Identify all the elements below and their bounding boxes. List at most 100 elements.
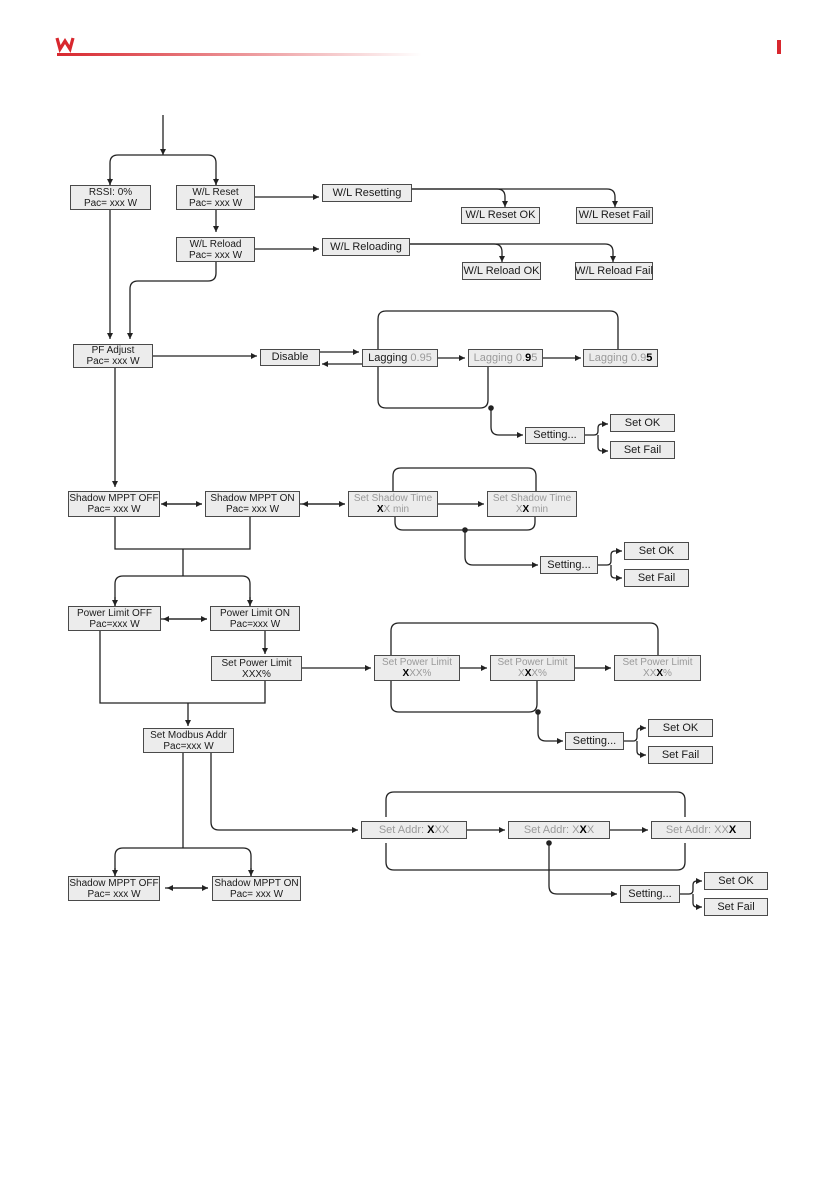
rssi-label: RSSI: 0%: [88, 186, 133, 198]
digit-rest: X: [586, 823, 595, 836]
shadow-on-pac: Pac= xxx W: [225, 504, 280, 515]
power-limit-value-box-2: Set Power Limit XXX%: [490, 655, 575, 681]
active-digit: X: [427, 823, 435, 836]
digit-rest: XX%: [409, 668, 432, 679]
disable-box: Disable: [260, 349, 320, 366]
wl-reload-pac: Pac= xxx W: [188, 249, 243, 261]
wl-reset-fail-label: W/L Reset Fail: [578, 209, 651, 221]
pl-set-ok-label: Set OK: [662, 721, 699, 734]
pl-setting-label: Setting...: [572, 734, 617, 747]
junction-dot: [546, 840, 552, 846]
wl-reset-ok-label: W/L Reset OK: [465, 209, 536, 221]
wl-reloading-box: W/L Reloading: [322, 238, 410, 256]
wl-reset-fail-box: W/L Reset Fail: [576, 207, 653, 224]
lagging-digit: 0.: [410, 351, 420, 364]
active-digit: X: [579, 823, 587, 836]
lagging-value-1: Lagging 0.95: [368, 351, 432, 364]
set-power-limit-box: Set Power Limit XXX%: [211, 656, 302, 681]
lagging-box-2: Lagging 0.95: [468, 349, 543, 367]
set-power-limit-value: XXX%: [242, 668, 271, 680]
shadow-off-pac: Pac= xxx W: [87, 504, 141, 515]
active-digit: X: [376, 504, 384, 515]
lagging-active-digit: 9: [525, 351, 532, 364]
addr-set-ok-box: Set OK: [704, 872, 768, 890]
wl-reload-box: W/L Reload Pac= xxx W: [176, 237, 255, 262]
lagging-digit: 95: [419, 351, 432, 364]
digit-pre: XX: [643, 668, 657, 679]
digit-pre: X: [518, 668, 525, 679]
addr-set-fail-box: Set Fail: [704, 898, 768, 916]
active-digit: X: [402, 668, 410, 679]
wl-reloading-label: W/L Reloading: [330, 240, 402, 253]
power-limit-off-pac: Pac=xxx W: [89, 618, 140, 630]
pl-set-fail-label: Set Fail: [661, 748, 700, 761]
shadow-setting-label: Setting...: [547, 558, 591, 571]
shadow-time-value: XX min: [516, 504, 548, 515]
wl-reload-fail-box: W/L Reload Fail: [575, 262, 653, 280]
lagging-prefix: Lagging: [588, 351, 631, 364]
power-limit-value-box-3: Set Power Limit XXX%: [614, 655, 701, 681]
addr-value-box-1: Set Addr: XXX: [361, 821, 467, 839]
digit-rest: min: [529, 504, 549, 515]
wl-reload-fail-label: W/L Reload Fail: [575, 264, 653, 277]
power-limit-value-label: Set Power Limit: [622, 657, 693, 668]
lagging-box-1: Lagging 0.95: [362, 349, 438, 367]
shadow-mppt-on-box: Shadow MPPT ON Pac= xxx W: [205, 491, 300, 517]
digit-rest: X%: [531, 668, 547, 679]
shadow-time-value: XX min: [377, 504, 409, 515]
addr-prefix: Set Addr: X: [523, 823, 580, 836]
power-limit-value-label: Set Power Limit: [497, 657, 568, 668]
power-limit-value: XXX%: [643, 668, 672, 679]
pf-adjust-label: PF Adjust: [91, 345, 135, 356]
addr-set-ok-label: Set OK: [718, 874, 754, 887]
digit-rest: XX: [434, 823, 450, 836]
shadow-set-ok-label: Set OK: [638, 544, 675, 557]
pf-set-fail-label: Set Fail: [623, 443, 662, 456]
page-header: [0, 0, 839, 70]
rssi-pac: Pac= xxx W: [83, 197, 138, 209]
active-digit: X: [728, 823, 737, 836]
addr-prefix: Set Addr: XX: [665, 823, 729, 836]
lagging-digit: 5: [531, 351, 538, 364]
lagging-active-digit: 5: [646, 351, 653, 364]
wl-reset-pac: Pac= xxx W: [188, 197, 243, 209]
red-bar-marker: [777, 40, 781, 54]
addr-value-box-2: Set Addr: XXX: [508, 821, 610, 839]
shadow-time-label: Set Shadow Time: [353, 493, 433, 504]
addr-set-fail-label: Set Fail: [717, 900, 755, 913]
set-power-limit-label: Set Power Limit: [221, 657, 292, 669]
disable-label: Disable: [271, 351, 309, 363]
junction-dot: [462, 527, 468, 533]
addr-setting-box: Setting...: [620, 885, 680, 903]
shadow-time-box-2: Set Shadow Time XX min: [487, 491, 577, 517]
pl-set-fail-box: Set Fail: [648, 746, 713, 764]
pf-set-fail-box: Set Fail: [610, 441, 675, 459]
header-accent-bar: [57, 53, 422, 56]
shadow-on-label: Shadow MPPT ON: [210, 493, 295, 504]
shadow-off-pac: Pac= xxx W: [87, 888, 141, 900]
shadow-time-label: Set Shadow Time: [492, 493, 572, 504]
lagging-digit: 0.9: [630, 351, 647, 364]
wl-reset-box: W/L Reset Pac= xxx W: [176, 185, 255, 210]
power-limit-value-box-1: Set Power Limit XXX%: [374, 655, 460, 681]
addr-prefix: Set Addr:: [378, 823, 428, 836]
lagging-prefix: Lagging: [473, 351, 516, 364]
addr-value: Set Addr: XXX: [523, 823, 595, 836]
addr-value-box-3: Set Addr: XXX: [651, 821, 751, 839]
digit-rest: %: [663, 668, 672, 679]
lagging-box-3: Lagging 0.95: [583, 349, 658, 367]
wl-reload-ok-label: W/L Reload OK: [463, 264, 540, 277]
junction-dot: [535, 709, 541, 715]
shadow-setting-box: Setting...: [540, 556, 598, 574]
shadow-on-pac: Pac= xxx W: [229, 888, 284, 900]
pf-setting-label: Setting...: [533, 429, 577, 441]
shadow-on-label: Shadow MPPT ON: [214, 877, 299, 889]
shadow-set-ok-box: Set OK: [624, 542, 689, 560]
shadow-mppt-on-box-2: Shadow MPPT ON Pac= xxx W: [212, 876, 301, 901]
lagging-value-3: Lagging 0.95: [588, 351, 653, 364]
wl-reload-label: W/L Reload: [189, 238, 242, 250]
junction-dot: [488, 405, 494, 411]
pf-adjust-pac: Pac= xxx W: [86, 356, 140, 367]
lagging-value-2: Lagging 0.95: [473, 351, 538, 364]
